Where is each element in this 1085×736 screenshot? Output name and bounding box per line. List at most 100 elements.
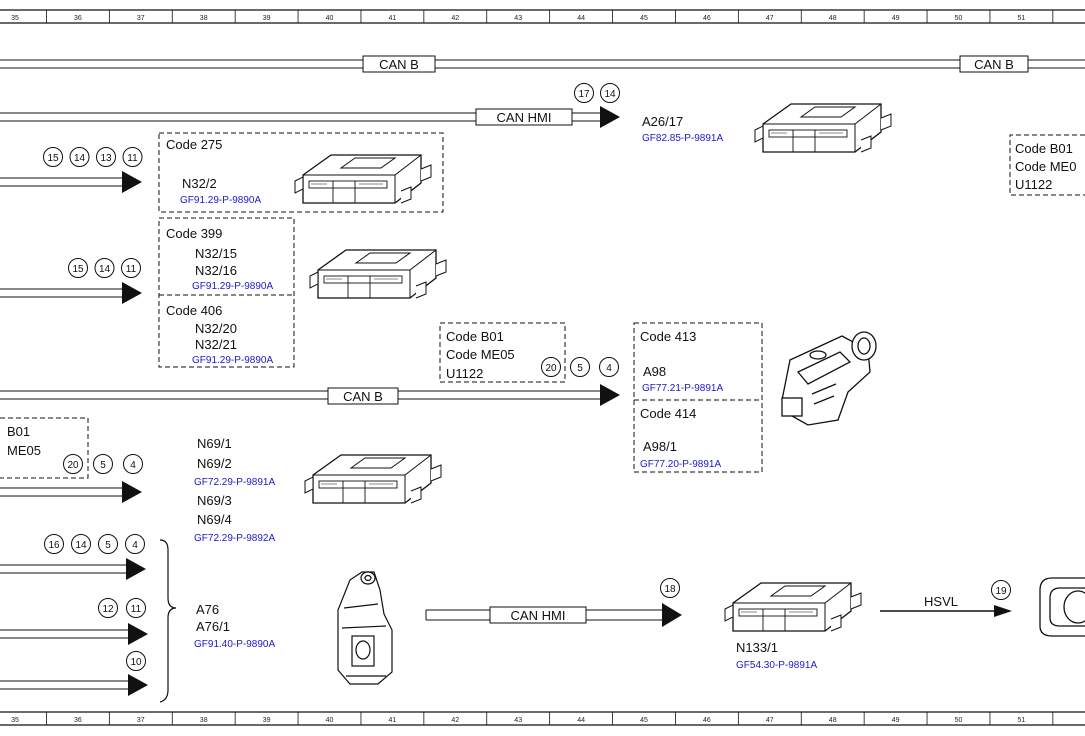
ruler-label: 50 xyxy=(955,15,963,22)
arrow-row-6 xyxy=(0,623,148,645)
code-275-box xyxy=(158,132,444,213)
label-a76: A76 xyxy=(196,602,219,617)
ruler-label: 42 xyxy=(451,15,459,22)
ruler-label: 48 xyxy=(829,717,837,724)
connection-circle: 14 xyxy=(74,153,86,164)
ruler-label: 45 xyxy=(640,15,648,22)
label-u1122-mid: U1122 xyxy=(446,366,483,381)
ruler-label: 37 xyxy=(137,15,145,22)
label-n69-3: N69/3 xyxy=(197,493,232,508)
ruler-label: 43 xyxy=(514,717,522,724)
connection-circle: 5 xyxy=(105,540,111,551)
connection-circle: 13 xyxy=(100,153,112,164)
label-a76-1: A76/1 xyxy=(196,619,230,634)
connection-circle: 11 xyxy=(127,153,138,164)
connection-circle: 10 xyxy=(130,657,142,668)
circles-row-2: 15 14 11 xyxy=(68,258,141,278)
label-code-me-right: Code ME0 xyxy=(1015,159,1076,174)
can-b-mid-label: CAN B xyxy=(343,389,383,404)
doc-ref-a76: GF91.40-P-9890A xyxy=(194,639,275,650)
ruler-label: 48 xyxy=(829,15,837,22)
doc-ref-n69-1: GF72.29-P-9891A xyxy=(194,477,275,488)
doc-ref-a98: GF77.21-P-9891A xyxy=(642,383,723,394)
can-b-top-label-a: CAN B xyxy=(379,57,419,72)
can-b-mid-line: CAN B xyxy=(0,384,620,406)
circle-18: 18 xyxy=(664,584,676,595)
arrow-row-7 xyxy=(0,674,148,696)
ruler-label: 39 xyxy=(263,717,271,724)
doc-ref-a98-1: GF77.20-P-9891A xyxy=(640,459,721,470)
label-code-b01-mid: Code B01 xyxy=(446,329,504,344)
code-413-414-box xyxy=(633,322,763,473)
connection-circle: 11 xyxy=(131,604,142,615)
belt-tensioner-icon xyxy=(337,571,393,685)
connection-circle: 14 xyxy=(99,264,111,275)
doc-ref-a26-17: GF82.85-P-9891A xyxy=(642,133,723,144)
label-n69-1: N69/1 xyxy=(197,436,232,451)
can-hmi-top-line: CAN HMI 17 14 xyxy=(0,83,620,128)
ruler-label: 44 xyxy=(577,717,585,724)
ruler-label: 36 xyxy=(74,717,82,724)
label-n32-2: N32/2 xyxy=(182,176,217,191)
roof-module-icon xyxy=(781,331,877,426)
connection-circle: 11 xyxy=(126,264,137,275)
label-n32-16: N32/16 xyxy=(195,263,237,278)
hsvl-label: HSVL xyxy=(924,594,958,609)
label-n32-15: N32/15 xyxy=(195,246,237,261)
code-b01-left-box xyxy=(0,417,89,479)
connection-circle: 4 xyxy=(130,460,136,471)
label-code-399: Code 399 xyxy=(166,226,222,241)
doc-ref-n69-3: GF72.29-P-9892A xyxy=(194,533,275,544)
brace xyxy=(159,539,177,703)
hsvl-line: HSVL 19 xyxy=(880,580,1012,617)
ruler-label: 35 xyxy=(11,717,19,724)
doc-ref-n133-1: GF54.30-P-9891A xyxy=(736,660,817,671)
circles-row-1: 15 14 13 11 xyxy=(43,147,143,167)
ecu-a26-17-icon xyxy=(754,103,892,153)
circle-17: 17 xyxy=(578,89,590,100)
label-code-275: Code 275 xyxy=(166,137,222,152)
doc-ref-n32-15: GF91.29-P-9890A xyxy=(192,281,273,292)
ruler-label: 39 xyxy=(263,15,271,22)
ecu-n32-15-icon xyxy=(309,249,447,299)
ruler-label: 44 xyxy=(577,15,585,22)
connection-circle: 20 xyxy=(545,363,557,374)
label-code-b01-right: Code B01 xyxy=(1015,141,1073,156)
label-u1122-right: U1122 xyxy=(1015,177,1052,192)
ecu-n133-1-icon xyxy=(724,582,862,632)
label-n32-21: N32/21 xyxy=(195,337,237,352)
ruler-label: 41 xyxy=(389,717,397,724)
can-b-top-label-b: CAN B xyxy=(974,57,1014,72)
label-code-406: Code 406 xyxy=(166,303,222,318)
camera-icon xyxy=(1039,577,1085,637)
arrow-row-2 xyxy=(0,282,142,304)
ruler-label: 47 xyxy=(766,717,774,724)
label-code-414: Code 414 xyxy=(640,406,696,421)
connection-circle: 20 xyxy=(67,460,79,471)
ecu-n69-icon xyxy=(304,454,442,504)
ecu-n32-2-icon xyxy=(294,154,432,204)
arrow-row-4 xyxy=(0,481,142,503)
label-n69-4: N69/4 xyxy=(197,512,232,527)
label-a26-17: A26/17 xyxy=(642,114,683,129)
ruler-label: 51 xyxy=(1018,15,1026,22)
label-n32-20: N32/20 xyxy=(195,321,237,336)
connection-circle: 16 xyxy=(48,540,60,551)
ruler-label: 49 xyxy=(892,717,900,724)
ruler-label: 47 xyxy=(766,15,774,22)
label-code-413: Code 413 xyxy=(640,329,696,344)
connection-circle: 5 xyxy=(100,460,106,471)
ruler-label: 41 xyxy=(389,15,397,22)
ruler-label: 45 xyxy=(640,717,648,724)
connection-circle: 15 xyxy=(47,153,59,164)
connection-circle: 15 xyxy=(72,264,84,275)
can-hmi-bottom-label: CAN HMI xyxy=(511,608,566,623)
can-b-top-line: CAN B CAN B xyxy=(0,55,1085,73)
label-n69-2: N69/2 xyxy=(197,456,232,471)
